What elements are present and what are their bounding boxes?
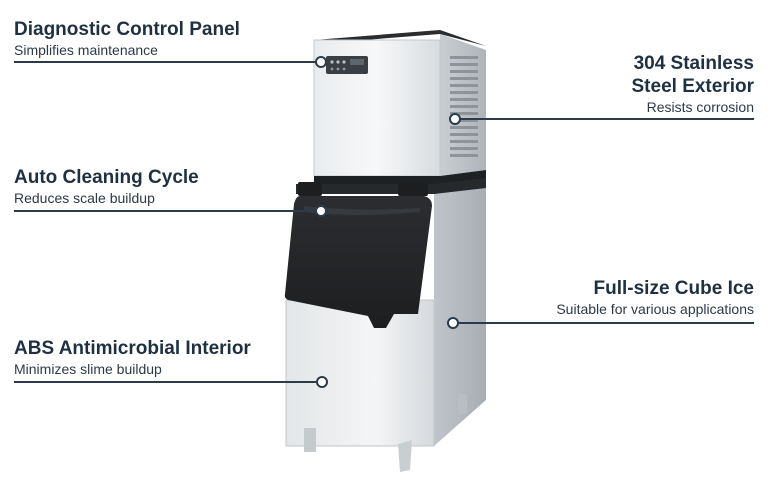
callout-cube-title: Full-size Cube Ice	[593, 278, 754, 299]
cube-marker-dot	[447, 317, 459, 329]
abs-marker-dot	[316, 376, 328, 388]
abs-leader-line	[14, 381, 320, 383]
cleaning-leader-line	[14, 210, 320, 212]
callout-cube-subtitle: Suitable for various applications	[556, 301, 754, 317]
cleaning-marker-dot	[315, 205, 327, 217]
callout-stainless-title-line1: 304 Stainless	[633, 53, 754, 74]
callout-abs: ABS Antimicrobial Interior Minimizes sli…	[14, 337, 251, 378]
diagnostic-leader-line	[14, 61, 320, 63]
callout-abs-subtitle: Minimizes slime buildup	[14, 361, 162, 377]
callout-cube: Full-size Cube Ice Suitable for various …	[556, 277, 754, 318]
callout-stainless: 304 Stainless Steel Exterior Resists cor…	[632, 52, 755, 116]
callout-cleaning-subtitle: Reduces scale buildup	[14, 190, 155, 206]
callout-cleaning: Auto Cleaning Cycle Reduces scale buildu…	[14, 166, 199, 207]
callout-abs-title: ABS Antimicrobial Interior	[14, 338, 251, 359]
callout-cleaning-title: Auto Cleaning Cycle	[14, 167, 199, 188]
callout-diagnostic-subtitle: Simplifies maintenance	[14, 42, 158, 58]
callout-diagnostic: Diagnostic Control Panel Simplifies main…	[14, 18, 240, 59]
stainless-leader-line	[458, 118, 754, 120]
callout-stainless-subtitle: Resists corrosion	[646, 99, 754, 115]
callout-diagnostic-title: Diagnostic Control Panel	[14, 19, 240, 40]
side-vents	[450, 56, 478, 157]
diagnostic-marker-dot	[315, 56, 327, 68]
callout-stainless-title-line2: Steel Exterior	[631, 76, 755, 97]
stainless-marker-dot	[449, 113, 461, 125]
cube-leader-line	[458, 322, 754, 324]
